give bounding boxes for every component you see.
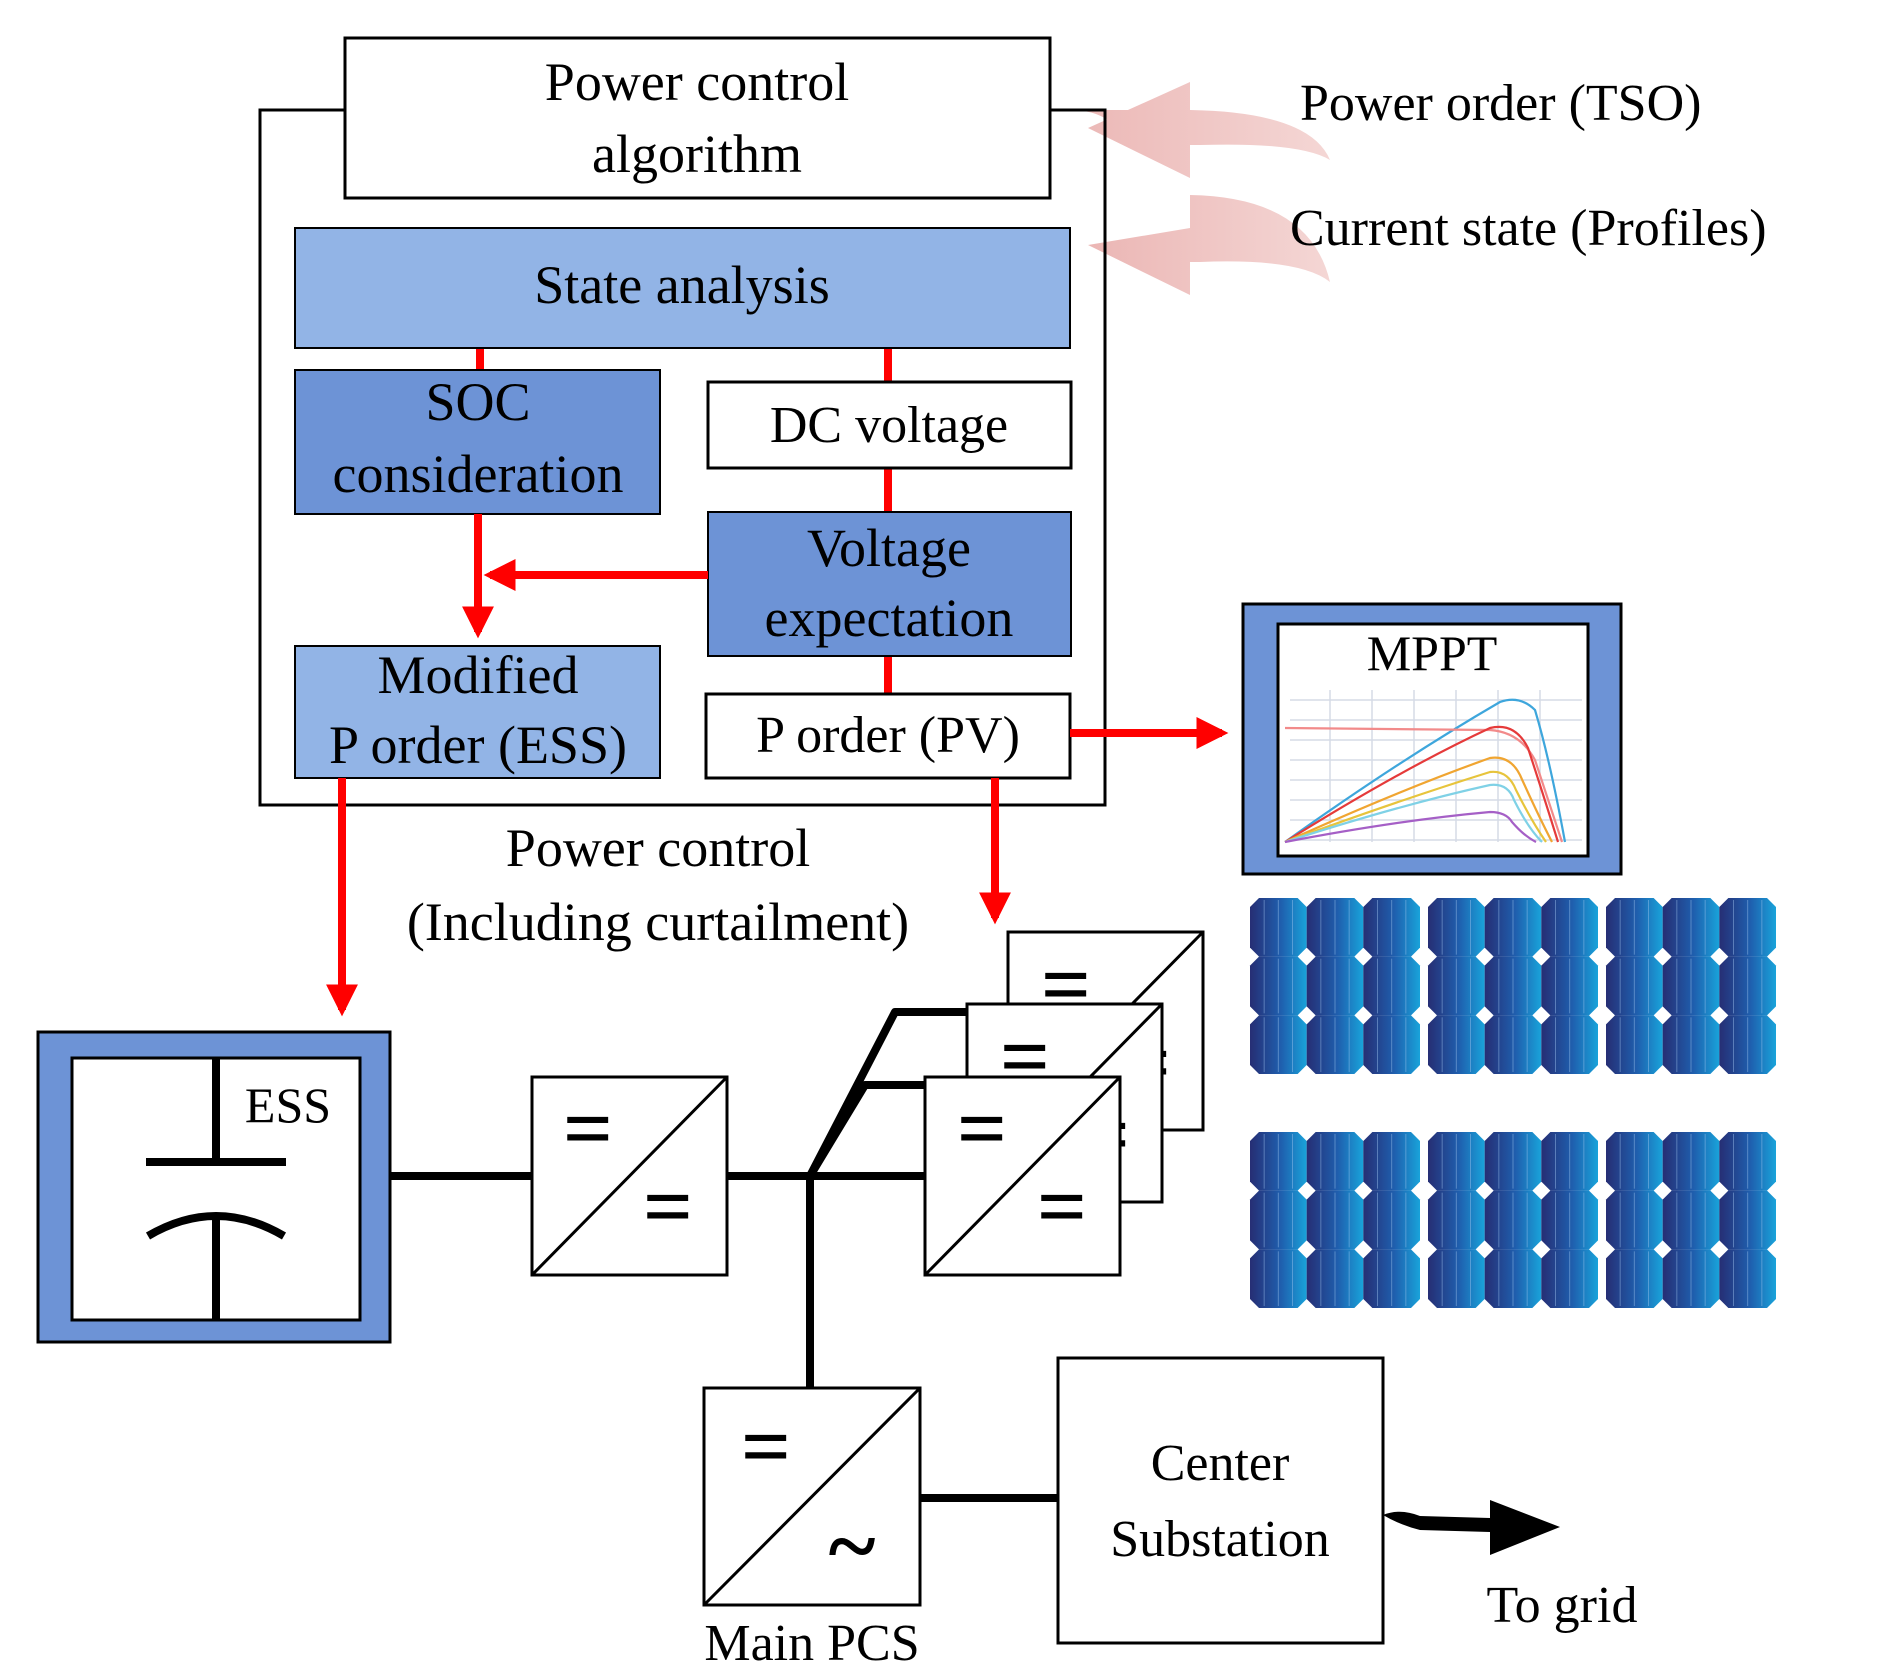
solar-panel-icon	[1428, 1132, 1598, 1308]
voltage-expectation-label-2: expectation	[765, 588, 1014, 648]
iv-curve-chart-icon	[1284, 690, 1582, 844]
modified-p-order-label-1: Modified	[378, 645, 579, 705]
soc-consideration-label-1: SOC	[425, 372, 530, 432]
power-order-label: Power order (TSO)	[1300, 75, 1701, 132]
ess-label: ESS	[245, 1077, 331, 1133]
svg-text:=: =	[1037, 1159, 1087, 1256]
center-substation-label-1: Center	[1151, 1435, 1290, 1492]
power-control-algorithm-label-1: Power control	[545, 52, 849, 112]
dc-voltage-label: DC voltage	[770, 397, 1008, 454]
voltage-expectation-block	[707, 511, 1072, 657]
center-substation-label-2: Substation	[1110, 1511, 1330, 1568]
current-state-label: Current state (Profiles)	[1290, 200, 1767, 257]
to-grid-arrow	[1383, 1500, 1560, 1555]
power-control-algorithm-block	[343, 36, 1052, 200]
solar-panel-array	[1250, 898, 1776, 1308]
mppt-label: MPPT	[1367, 625, 1498, 681]
voltage-expectation-label-1: Voltage	[807, 518, 971, 578]
power-control-caption-1: Power control	[506, 818, 810, 878]
power-control-algorithm-label-2: algorithm	[592, 124, 802, 184]
ess-dc-dc-converter: = =	[530, 1075, 729, 1277]
dc-dc-converter-icon: =	[563, 1081, 613, 1178]
p-order-pv-label: P order (PV)	[756, 707, 1020, 764]
capacitor-icon	[145, 1058, 287, 1320]
main-pcs-label: Main PCS	[704, 1615, 919, 1672]
ac-symbol: ~	[829, 1497, 876, 1596]
solar-panel-icon	[1428, 898, 1598, 1074]
solar-panel-icon	[1250, 1132, 1420, 1308]
state-analysis-block	[294, 227, 1071, 349]
power-order-input-arrow	[1060, 82, 1330, 178]
soc-consideration-block	[294, 369, 661, 515]
modified-p-order-block	[294, 645, 661, 779]
solar-panel-icon	[1606, 898, 1776, 1074]
dc-dc-converter-icon: =	[643, 1159, 693, 1256]
dc-voltage-block	[706, 380, 1073, 470]
dc-ac-converter-icon: =	[741, 1399, 791, 1496]
solar-panel-icon	[1606, 1132, 1776, 1308]
controller-connectors	[476, 348, 892, 694]
current-state-input-arrow	[1088, 195, 1330, 295]
main-pcs: = ~	[702, 1386, 922, 1607]
center-substation-block	[1056, 1356, 1385, 1645]
state-analysis-label: State analysis	[534, 255, 829, 315]
solar-panel-icon	[1250, 898, 1420, 1074]
modified-p-order-label-2: P order (ESS)	[329, 715, 627, 775]
pv-dc-dc-converter-front: = =	[923, 1075, 1122, 1277]
power-control-caption-2: (Including curtailment)	[407, 892, 909, 952]
to-grid-label: To grid	[1487, 1577, 1638, 1634]
svg-text:=: =	[957, 1081, 1007, 1178]
soc-consideration-label-2: consideration	[333, 444, 624, 504]
